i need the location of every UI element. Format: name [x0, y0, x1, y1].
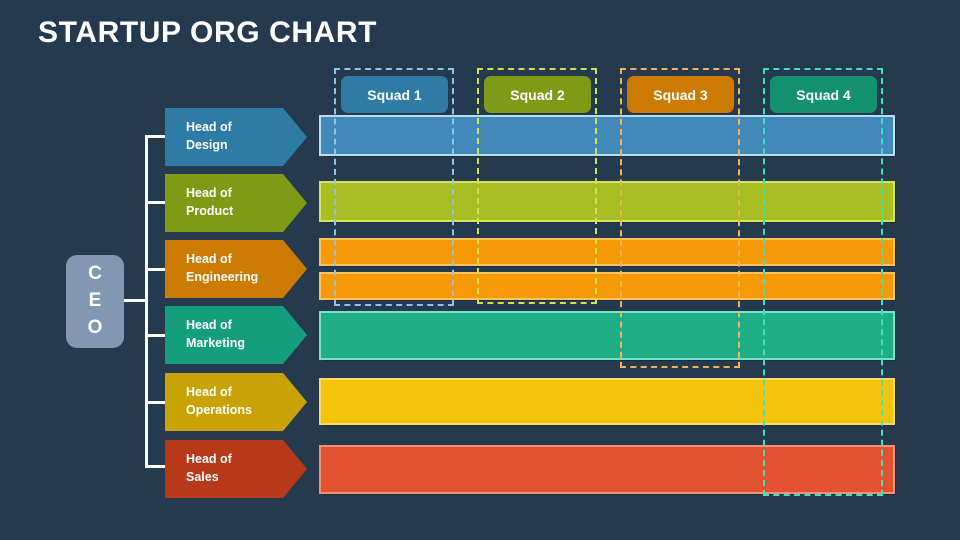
role-head-of-engineering[interactable]: Head of Engineering: [165, 240, 307, 298]
connector-trunk: [145, 135, 148, 468]
connector-branch-sales: [145, 465, 167, 468]
role-label-line2: Sales: [186, 470, 219, 484]
page-title: STARTUP ORG CHART: [38, 16, 378, 49]
squad-header-1[interactable]: Squad 1: [341, 76, 448, 113]
role-head-of-sales[interactable]: Head of Sales: [165, 440, 307, 498]
role-label-line2: Design: [186, 138, 228, 152]
role-head-of-operations[interactable]: Head of Operations: [165, 373, 307, 431]
squad-header-2[interactable]: Squad 2: [484, 76, 591, 113]
role-label-line1: Head of: [186, 186, 232, 201]
role-label-line1: Head of: [186, 318, 232, 333]
connector-branch-marketing: [145, 334, 167, 337]
squad-header-label: Squad 4: [796, 86, 851, 103]
role-label-line1: Head of: [186, 252, 232, 267]
squad-column-4[interactable]: [763, 68, 883, 496]
sales-bar[interactable]: [319, 445, 896, 495]
connector-branch-engineering: [145, 268, 167, 271]
squad-header-label: Squad 1: [367, 86, 422, 103]
connector-branch-operations: [145, 401, 167, 404]
squad-column-1[interactable]: [334, 68, 454, 306]
role-label-line2: Marketing: [186, 336, 246, 350]
role-head-of-product[interactable]: Head of Product: [165, 174, 307, 232]
role-head-of-marketing[interactable]: Head of Marketing: [165, 306, 307, 364]
operations-bar[interactable]: [319, 378, 896, 426]
squad-header-4[interactable]: Squad 4: [770, 76, 877, 113]
role-head-of-design[interactable]: Head of Design: [165, 108, 307, 166]
ceo-node[interactable]: C E O: [66, 255, 124, 348]
role-label-line2: Operations: [186, 403, 252, 417]
squad-column-2[interactable]: [477, 68, 597, 304]
design-bar[interactable]: [319, 115, 896, 157]
role-label-line1: Head of: [186, 452, 232, 467]
marketing-bar[interactable]: [319, 311, 896, 361]
engineering-bar-b[interactable]: [319, 272, 896, 301]
engineering-bar-a[interactable]: [319, 238, 896, 267]
product-bar[interactable]: [319, 181, 896, 223]
squad-header-label: Squad 3: [653, 86, 708, 103]
role-label-line2: Engineering: [186, 270, 259, 284]
ceo-letter-c: C: [88, 263, 102, 285]
ceo-letter-o: O: [87, 316, 103, 338]
connector-ceo-stem: [124, 299, 148, 302]
squad-header-3[interactable]: Squad 3: [627, 76, 734, 113]
role-label-line1: Head of: [186, 120, 232, 135]
squad-header-label: Squad 2: [510, 86, 565, 103]
connector-branch-design: [145, 135, 167, 138]
squad-column-3[interactable]: [620, 68, 740, 368]
ceo-letter-e: E: [88, 290, 102, 312]
connector-branch-product: [145, 201, 167, 204]
role-label-line2: Product: [186, 204, 234, 218]
role-label-line1: Head of: [186, 385, 232, 400]
